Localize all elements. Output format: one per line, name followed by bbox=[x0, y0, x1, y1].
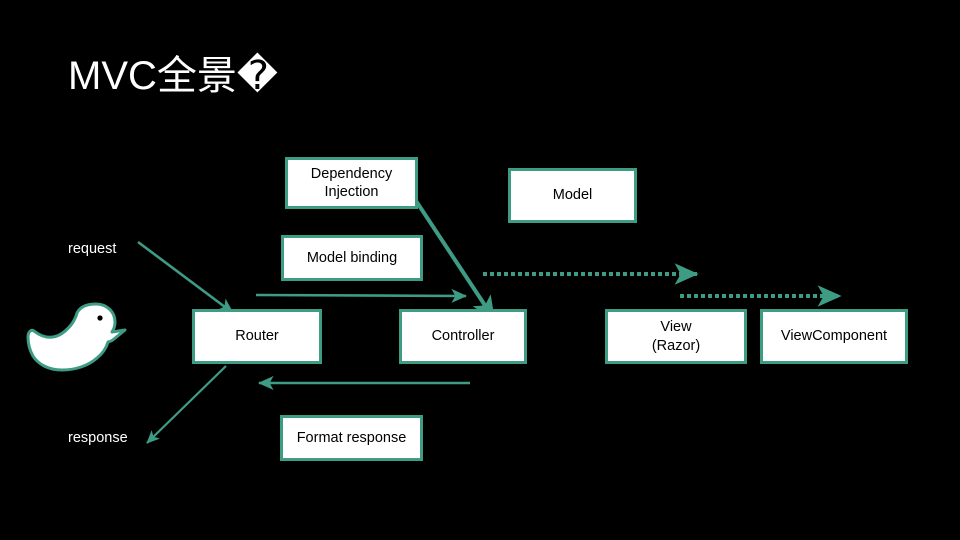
node-model[interactable]: Model bbox=[508, 168, 637, 223]
node-dependency-injection[interactable]: Dependency Injection bbox=[285, 157, 418, 209]
node-view-razor[interactable]: View (Razor) bbox=[605, 309, 747, 364]
connector-router-to-controller bbox=[255, 288, 468, 303]
node-format-response[interactable]: Format response bbox=[280, 415, 423, 461]
response-label: response bbox=[68, 430, 128, 446]
node-view-component[interactable]: ViewComponent bbox=[760, 309, 908, 364]
connector-request-to-router bbox=[137, 240, 234, 315]
rubber-duck-icon bbox=[26, 296, 130, 384]
request-label: request bbox=[68, 241, 117, 257]
connector-router-to-response bbox=[146, 365, 227, 444]
page-title: MVC全景� bbox=[68, 54, 278, 98]
node-router[interactable]: Router bbox=[192, 309, 322, 364]
node-controller[interactable]: Controller bbox=[399, 309, 527, 364]
node-model-binding[interactable]: Model binding bbox=[281, 235, 423, 281]
